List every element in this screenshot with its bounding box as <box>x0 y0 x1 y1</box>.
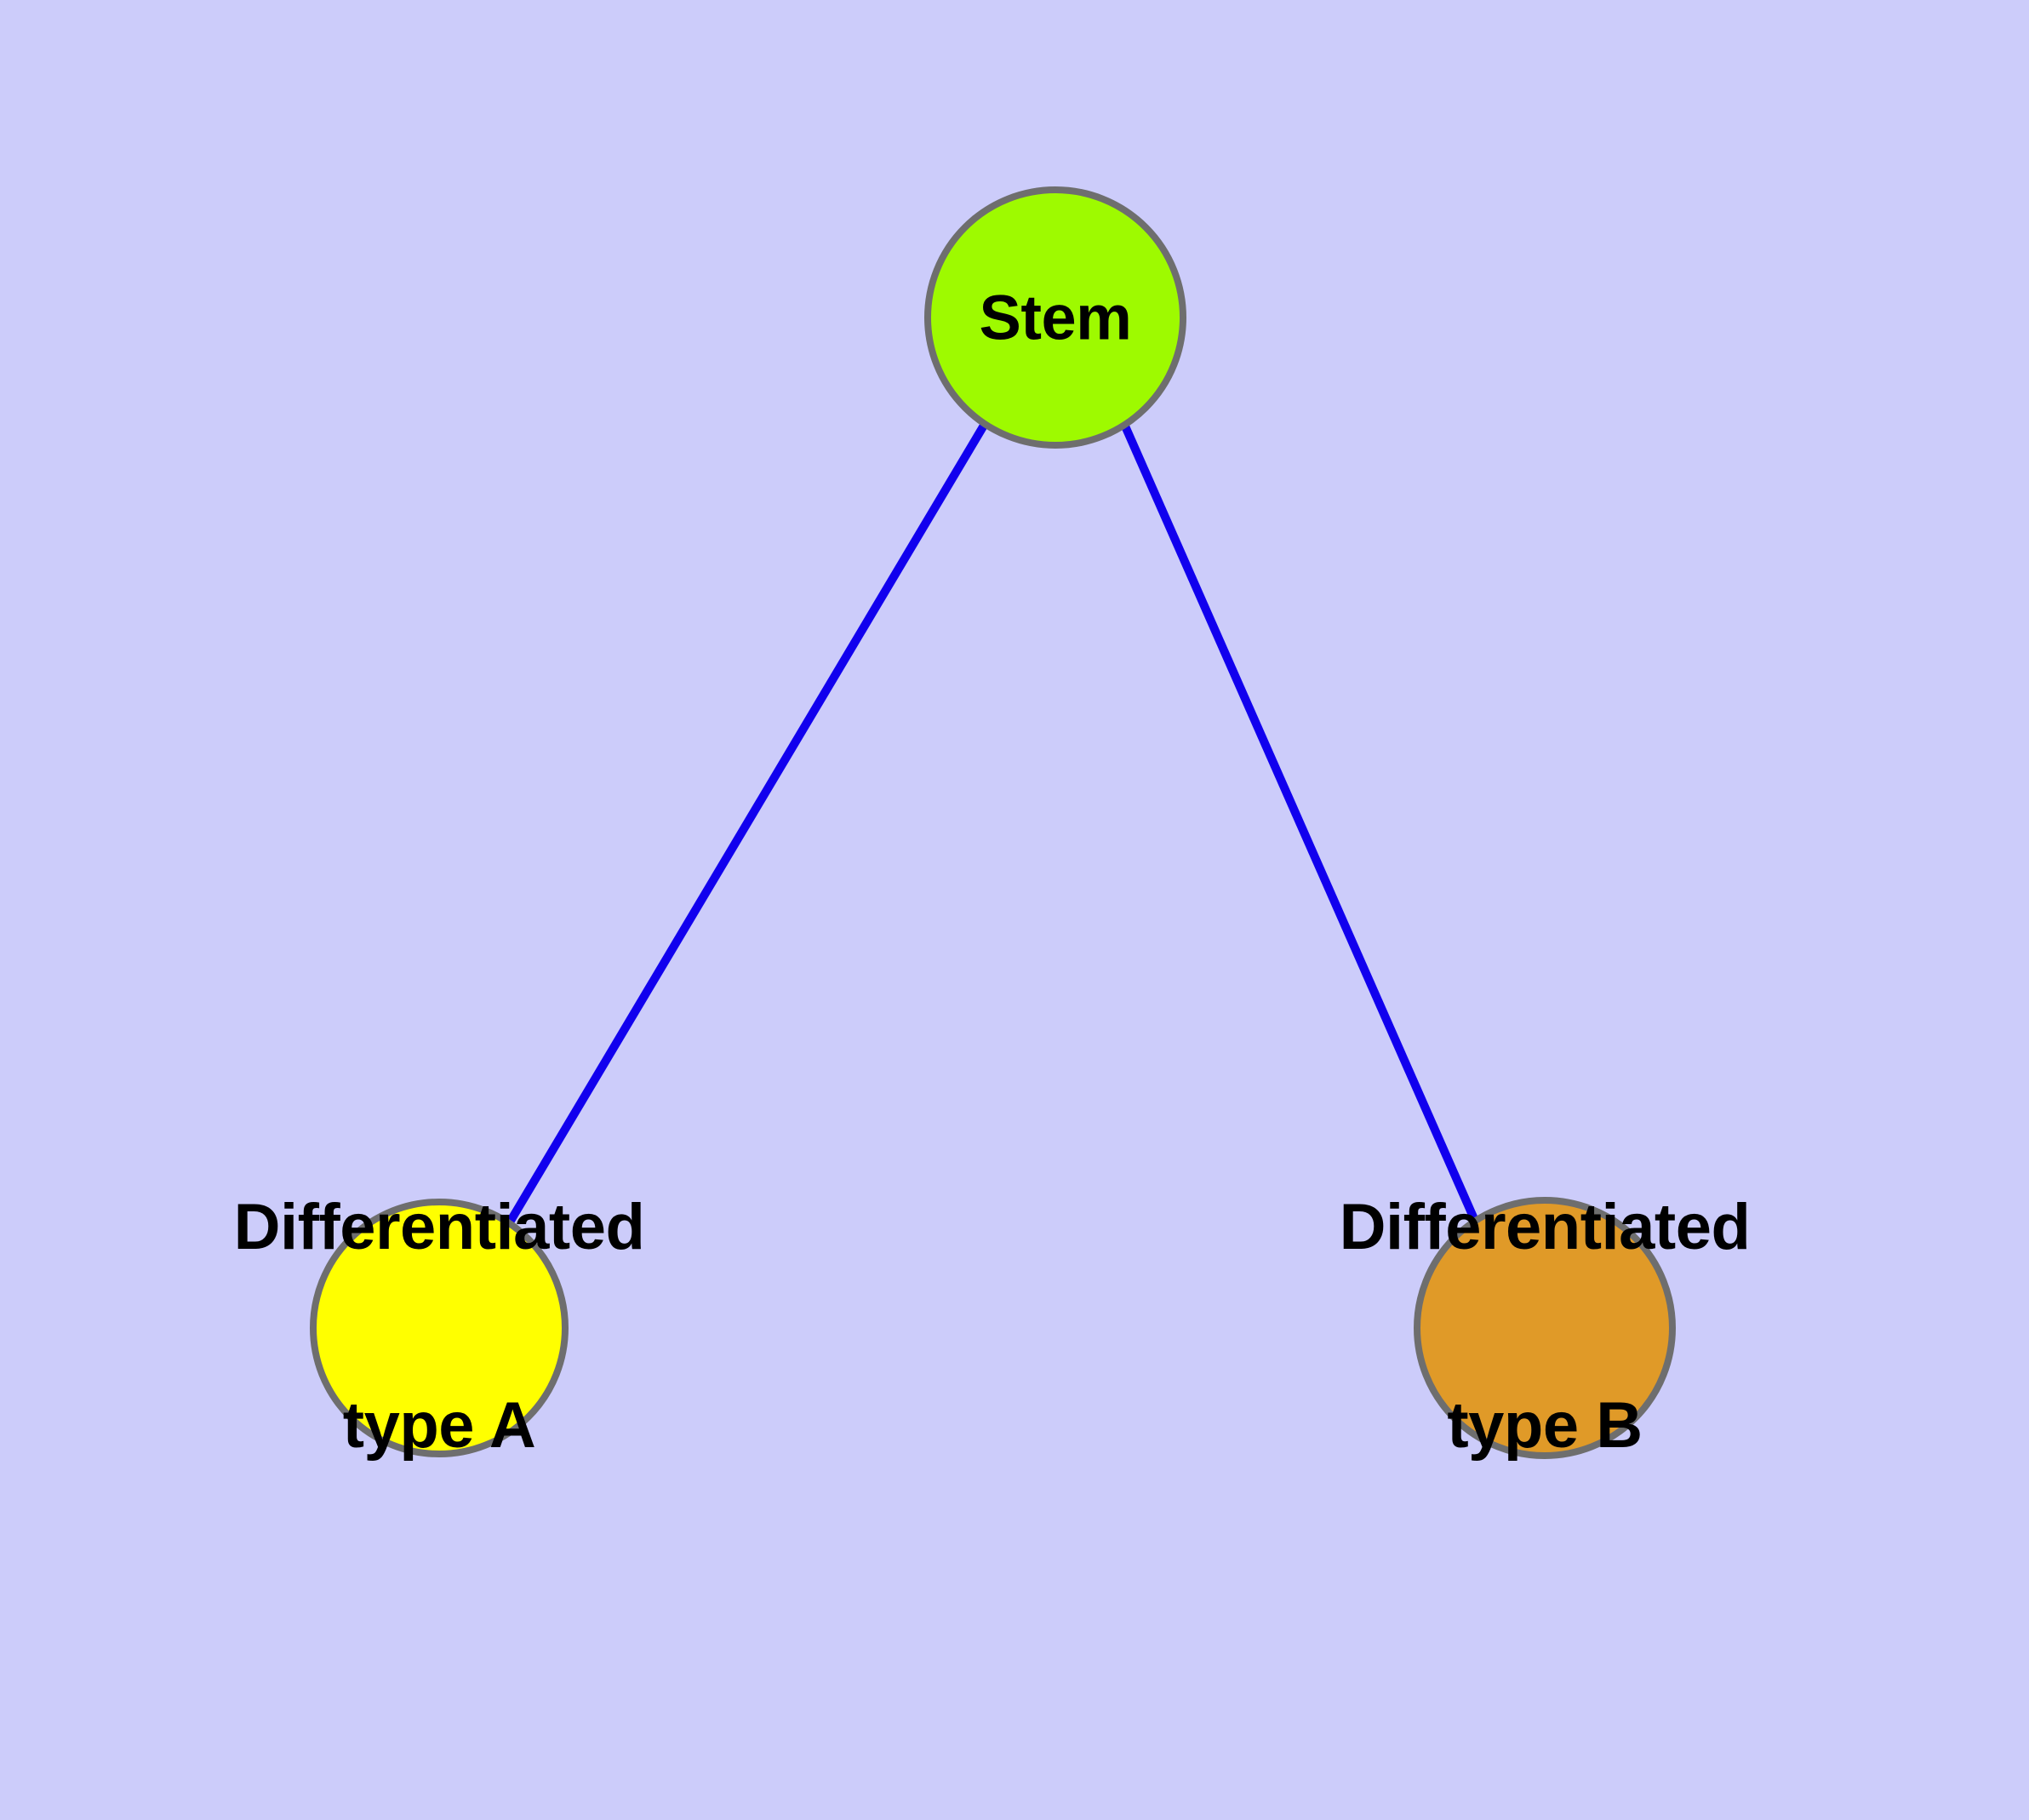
node-differentiated-type-a[interactable] <box>310 1199 569 1457</box>
edge-layer <box>506 420 1479 1223</box>
edge-stem-to-differentiated-type-b[interactable] <box>1119 420 1479 1223</box>
node-differentiated-type-b[interactable] <box>1414 1197 1676 1459</box>
node-stem[interactable] <box>924 186 1186 449</box>
edge-stem-to-differentiated-type-a[interactable] <box>506 421 989 1223</box>
node-layer <box>310 186 1676 1459</box>
